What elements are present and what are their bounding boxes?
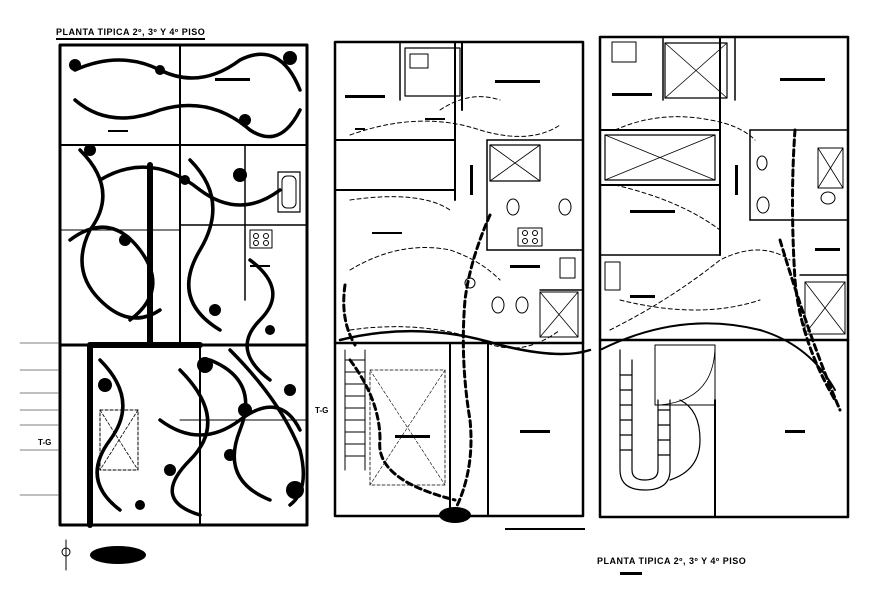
bathtub-left [277, 171, 301, 213]
title-top-text: PLANTA TIPICA 2º, 3º Y 4º PISO [56, 27, 206, 37]
shower-middle [489, 144, 541, 182]
spiral-stair [619, 349, 701, 491]
plan-left-outline [58, 43, 309, 527]
title-bottom-underline [620, 572, 642, 575]
shower-right-top [664, 42, 728, 99]
plan-right [598, 35, 850, 519]
page-title-top: PLANTA TIPICA 2º, 3º Y 4º PISO [56, 27, 206, 40]
panel-tag-left: T-G [38, 438, 52, 447]
page-title-bottom: PLANTA TIPICA 2º, 3º Y 4º PISO [597, 556, 746, 566]
title-bottom-text: PLANTA TIPICA 2º, 3º Y 4º PISO [597, 556, 747, 566]
plan-middle-outline [333, 40, 585, 518]
plan-right-outline [598, 35, 850, 519]
panel-middle-symbol [439, 507, 471, 523]
panel-tag-middle: T-G [315, 406, 329, 415]
plan-middle [333, 40, 592, 523]
plan-left [58, 43, 309, 571]
stove-left [249, 229, 273, 249]
